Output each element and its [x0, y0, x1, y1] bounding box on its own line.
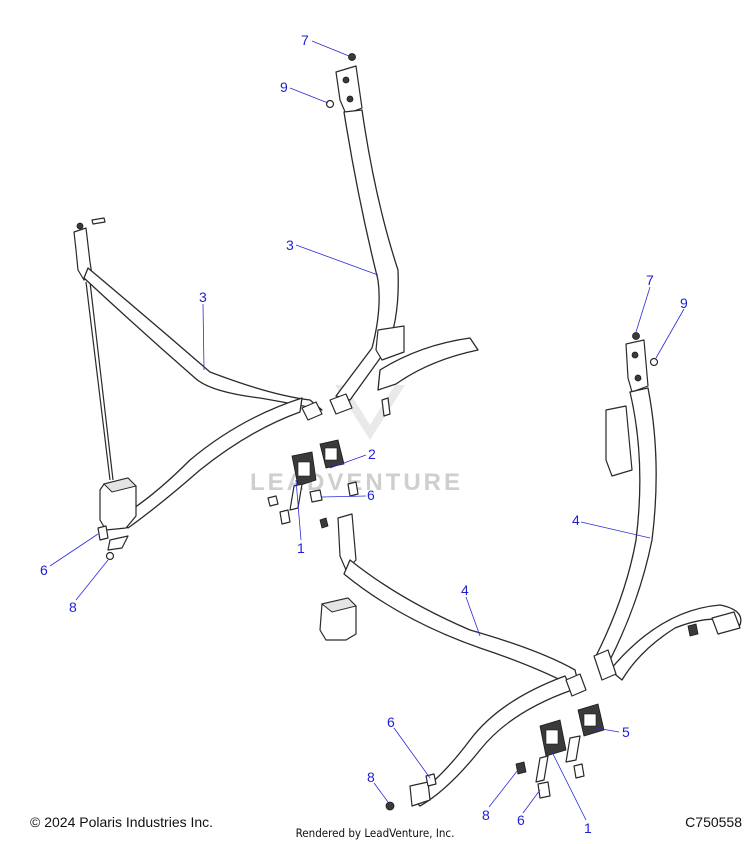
bolt-9-top [325, 99, 335, 109]
right-upper-bracket [625, 339, 649, 393]
center-guide [375, 325, 405, 361]
left-anchor-nut [76, 222, 84, 230]
lower-center-tongue [565, 673, 587, 697]
callout-8-left: 8 [69, 599, 77, 615]
callout-8-bottom: 8 [482, 807, 490, 823]
right-belt-assembly [593, 339, 742, 681]
callout-6-lower: 6 [387, 714, 395, 730]
right-tongue [593, 649, 617, 681]
callout-6-center: 6 [367, 487, 375, 503]
callout-3-left: 3 [199, 289, 207, 305]
copyright-text: © 2024 Polaris Industries Inc. [30, 814, 214, 830]
center-upper-bracket [335, 65, 363, 115]
nut-7-right [632, 332, 640, 340]
figure-id: C750558 [685, 814, 742, 830]
rendered-by-text: Rendered by LeadVenture, Inc. [295, 826, 455, 840]
center-bolt [381, 397, 391, 417]
callout-9-right: 9 [680, 295, 688, 311]
left-tongue [301, 401, 323, 421]
callout-8-lower: 8 [367, 769, 375, 785]
lower-center-anchor [337, 513, 357, 571]
nut-8-left [105, 551, 115, 561]
center-tongue [329, 393, 353, 415]
center-shoulder-belt [335, 109, 399, 401]
callout-4-right: 4 [572, 512, 580, 528]
callout-3-center: 3 [286, 237, 294, 253]
left-guide-rod [85, 281, 111, 481]
left-guide-rod-2 [89, 281, 114, 481]
left-shoulder-belt [83, 267, 323, 411]
callout-5: 5 [622, 724, 630, 740]
nut-7-top [348, 53, 356, 61]
left-anchor-bolt [91, 217, 106, 225]
lower-center-belt-assembly [319, 513, 587, 807]
callout-1-center: 1 [297, 540, 305, 556]
callout-7-top: 7 [301, 32, 309, 48]
center-lower-belt [377, 337, 479, 391]
right-guide [605, 405, 633, 477]
left-belt-assembly [73, 217, 323, 551]
lower-center-lap-belt [411, 675, 573, 807]
bolt-6-left [97, 525, 109, 541]
callout-6-bottom: 6 [517, 812, 525, 828]
center-belt-assembly [329, 65, 479, 417]
callout-2: 2 [368, 446, 376, 462]
leader-lines [49, 40, 685, 821]
center-buckles [267, 439, 359, 529]
callout-7-right: 7 [646, 272, 654, 288]
callout-9-top: 9 [280, 79, 288, 95]
fasteners [97, 53, 659, 811]
right-lower-belt [609, 604, 742, 681]
bolt-6-lower [425, 773, 437, 787]
callouts: 7 9 3 3 2 6 1 6 8 7 9 4 4 5 6 8 8 6 1 [40, 32, 688, 836]
callout-1-bottom: 1 [584, 820, 592, 836]
nut-8-lower [385, 801, 395, 811]
callout-4-lower: 4 [461, 582, 469, 598]
left-lap-belt [117, 397, 303, 529]
lower-center-shoulder-belt [343, 559, 581, 691]
callout-6-left: 6 [40, 562, 48, 578]
right-buckles [515, 703, 605, 799]
bolt-9-right [649, 357, 659, 367]
left-floor-anchor [107, 535, 129, 551]
